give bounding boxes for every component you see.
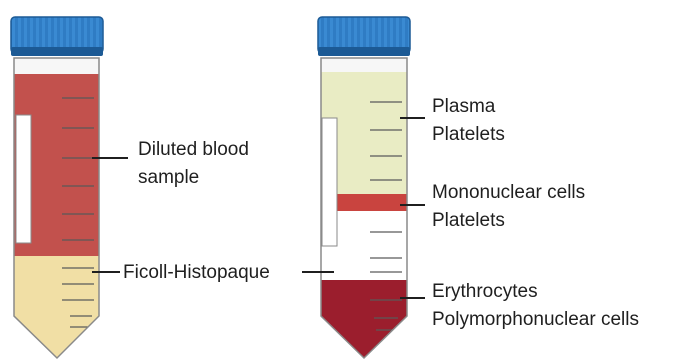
tube-label-window bbox=[16, 115, 31, 243]
label-mononuclear-cells: Mononuclear cells bbox=[432, 182, 585, 203]
label-ficoll-histopaque: Ficoll-Histopaque bbox=[123, 262, 270, 283]
label-plasma: Plasma bbox=[432, 96, 496, 117]
tube-after bbox=[315, 17, 413, 363]
label-erythrocytes: Erythrocytes bbox=[432, 281, 538, 302]
ficoll-layer bbox=[10, 256, 105, 363]
erythrocyte-layer bbox=[315, 280, 413, 363]
tube-cap-after bbox=[318, 17, 410, 56]
tube-cap-before bbox=[11, 17, 103, 56]
label-platelets-mid: Platelets bbox=[432, 210, 505, 231]
label-diluted-blood: Diluted blood bbox=[138, 139, 249, 160]
label-sample: sample bbox=[138, 167, 199, 188]
label-platelets-top: Platelets bbox=[432, 124, 505, 145]
tube-label-window bbox=[322, 118, 337, 246]
label-polymorphonuclear-cells: Polymorphonuclear cells bbox=[432, 309, 639, 330]
tube-before bbox=[10, 17, 105, 363]
